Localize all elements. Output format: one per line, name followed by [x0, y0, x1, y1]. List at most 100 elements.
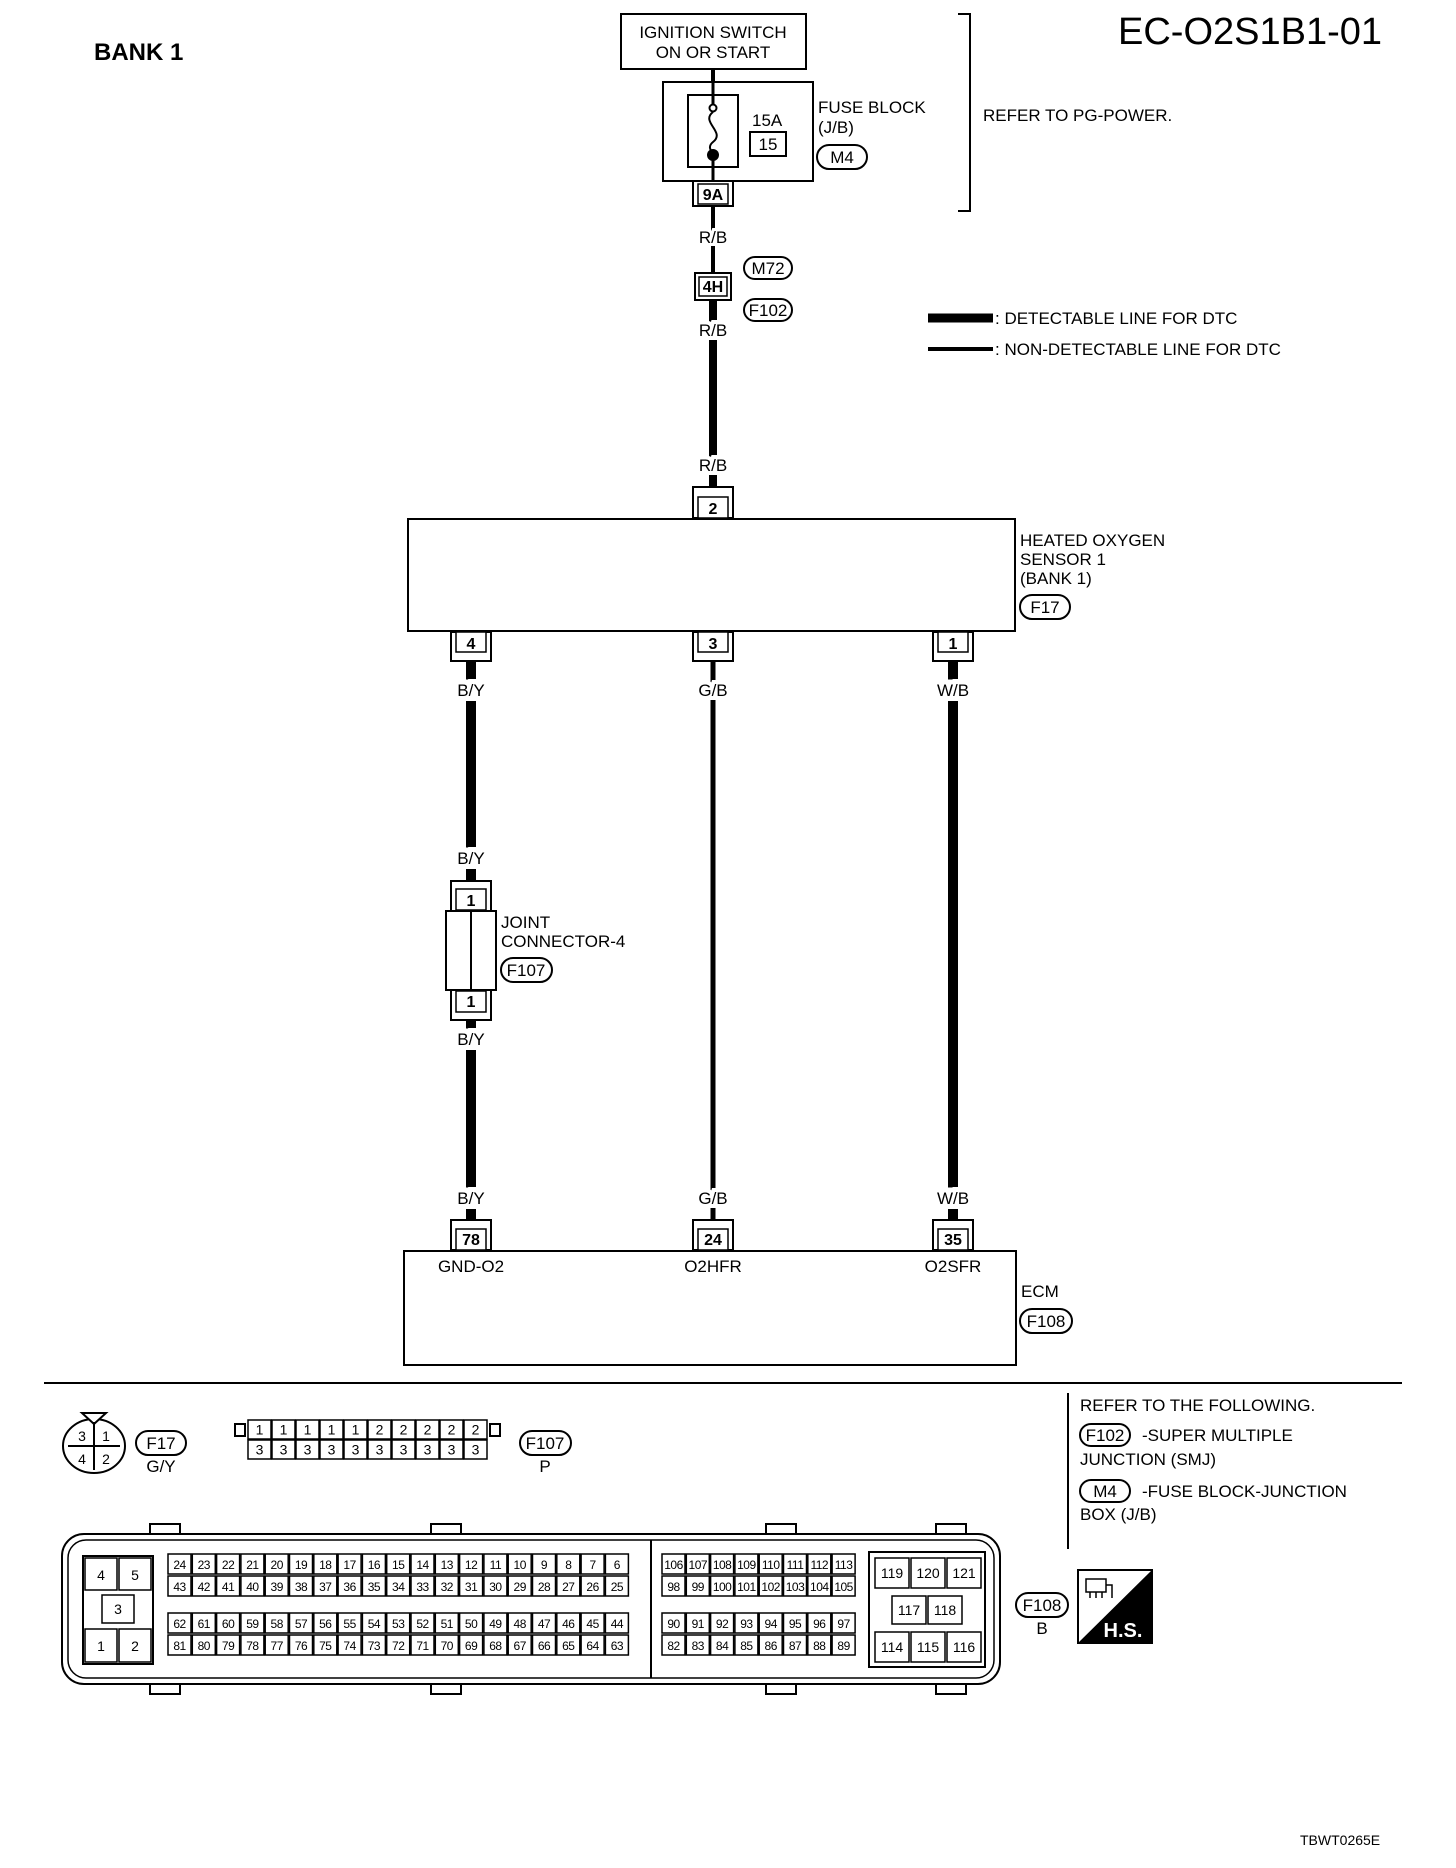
f108-pin-cell	[910, 1557, 946, 1589]
f107-pin: 3	[304, 1442, 312, 1458]
f108-pin-cell	[507, 1553, 532, 1575]
legend-non-detectable: : NON-DETECTABLE LINE FOR DTC	[995, 340, 1281, 359]
wire-label-wb-1: W/B	[937, 681, 969, 700]
f107-pin-cell	[295, 1439, 320, 1460]
wire-label-gb-1: G/B	[698, 681, 727, 700]
f108-pin-cell	[831, 1553, 856, 1575]
f107-pin-cell	[367, 1439, 392, 1460]
fuse-block-name: FUSE BLOCK	[818, 98, 926, 117]
f108-pin-cell	[831, 1575, 856, 1597]
ignition-line2: ON OR START	[656, 43, 771, 62]
f17-pin-4: 4	[78, 1451, 86, 1467]
f107-pin-cell	[343, 1439, 368, 1460]
f108-pin-cell	[807, 1575, 832, 1597]
refer-item2-line1: -FUSE BLOCK-JUNCTION	[1142, 1482, 1347, 1501]
refer-item1-line2: JUNCTION (SMJ)	[1080, 1450, 1216, 1469]
f108-pin-cell	[337, 1634, 362, 1656]
wire-label-by-4: B/Y	[457, 1189, 484, 1208]
f108-pin: 84	[716, 1639, 729, 1653]
f108-pin: 93	[740, 1617, 753, 1631]
sensor-name-2: SENSOR 1	[1020, 550, 1106, 569]
f108-pin: 115	[917, 1639, 940, 1655]
f108-pin: 81	[173, 1639, 186, 1653]
f107-pin: 2	[400, 1422, 408, 1438]
ecm-pin-name-gnd: GND-O2	[438, 1257, 504, 1276]
f108-pin-cell	[483, 1575, 508, 1597]
f108-pin: 48	[514, 1617, 527, 1631]
f108-pin-cell	[580, 1553, 605, 1575]
f107-pin-cell	[415, 1439, 440, 1460]
junction-4h: 4H M72 F102	[694, 256, 793, 322]
f108-pin-cell	[782, 1575, 808, 1597]
f108-pin-cell	[709, 1612, 735, 1634]
f108-pin: 116	[953, 1639, 976, 1655]
f108-pin-cell	[734, 1553, 759, 1575]
f108-pin: 24	[173, 1558, 186, 1572]
f107-pin: 1	[256, 1422, 264, 1438]
f108-pin-cell	[661, 1634, 686, 1656]
refer-item1-line1: -SUPER MULTIPLE	[1142, 1426, 1293, 1445]
f108-pin: 22	[222, 1558, 235, 1572]
f108-pin: 56	[319, 1617, 332, 1631]
f108-pin: 61	[198, 1617, 211, 1631]
f107-pin-cell	[319, 1419, 344, 1440]
refer-conn-2: M4	[1093, 1482, 1117, 1501]
f108-pin-cell	[604, 1575, 630, 1597]
f108-pin-cell	[556, 1553, 581, 1575]
joint-name-1: JOINT	[501, 913, 550, 932]
ecm-pin-78: 78	[462, 1232, 480, 1249]
f108-pin: 40	[246, 1580, 259, 1594]
f108-pin: 105	[834, 1580, 853, 1594]
f107-pin: 3	[256, 1442, 264, 1458]
f108-pin-cell	[410, 1553, 435, 1575]
f108-pin-cell	[758, 1634, 783, 1656]
f108-pin: 112	[810, 1558, 828, 1572]
f108-pin-cell	[604, 1553, 630, 1575]
f108-pin-cell	[385, 1612, 411, 1634]
f108-pin: 7	[590, 1558, 597, 1572]
f108-pin-cell	[946, 1631, 982, 1663]
f108-pin: 10	[514, 1558, 527, 1572]
f108-pin: 46	[562, 1617, 575, 1631]
f108-pin: 34	[392, 1580, 405, 1594]
junction-conn-bottom: F102	[749, 301, 788, 320]
f108-pin-cell	[807, 1634, 832, 1656]
f108-pin: 9	[541, 1558, 548, 1572]
f108-pin-cell	[531, 1612, 557, 1634]
f108-pin-cell	[734, 1634, 759, 1656]
f108-pin-cell	[434, 1634, 460, 1656]
f108-pin: 111	[787, 1558, 805, 1572]
f108-pin-cell	[807, 1553, 832, 1575]
f108-pin-cell	[709, 1634, 735, 1656]
sensor-pin-4: 4	[467, 636, 476, 653]
f108-pin: 13	[441, 1558, 454, 1572]
f108-pin: 67	[514, 1639, 527, 1653]
bank-label: BANK 1	[94, 39, 183, 66]
f108-pin-cell	[874, 1631, 910, 1663]
f107-view-color: P	[539, 1457, 550, 1476]
fuse-amp: 15A	[752, 111, 783, 130]
f108-pin-cell	[288, 1575, 314, 1597]
f108-pin: 74	[343, 1639, 356, 1653]
f108-pin: 18	[319, 1558, 332, 1572]
f108-pin-cell	[556, 1612, 581, 1634]
f108-pin: 42	[198, 1580, 211, 1594]
f108-pin: 98	[667, 1580, 680, 1594]
f108-pin-cell	[661, 1612, 686, 1634]
f108-pin-cell	[758, 1553, 783, 1575]
f107-pin-cell	[295, 1419, 320, 1440]
f108-pin: 76	[295, 1639, 308, 1653]
f108-pin: 102	[761, 1580, 780, 1594]
f107-pin-cell	[415, 1419, 440, 1440]
f108-pin-cell	[831, 1612, 856, 1634]
f108-pin: 25	[611, 1580, 624, 1594]
f108-pin-cell	[385, 1634, 411, 1656]
f108-pin-cell	[580, 1634, 605, 1656]
f108-pin-cell	[240, 1634, 265, 1656]
f108-pin: 53	[392, 1617, 405, 1631]
junction-terminal: 4H	[703, 279, 723, 296]
f108-pin: 8	[565, 1558, 572, 1572]
ecm-pin-24: 24	[704, 1232, 722, 1249]
harness-icon	[1085, 1578, 1113, 1598]
